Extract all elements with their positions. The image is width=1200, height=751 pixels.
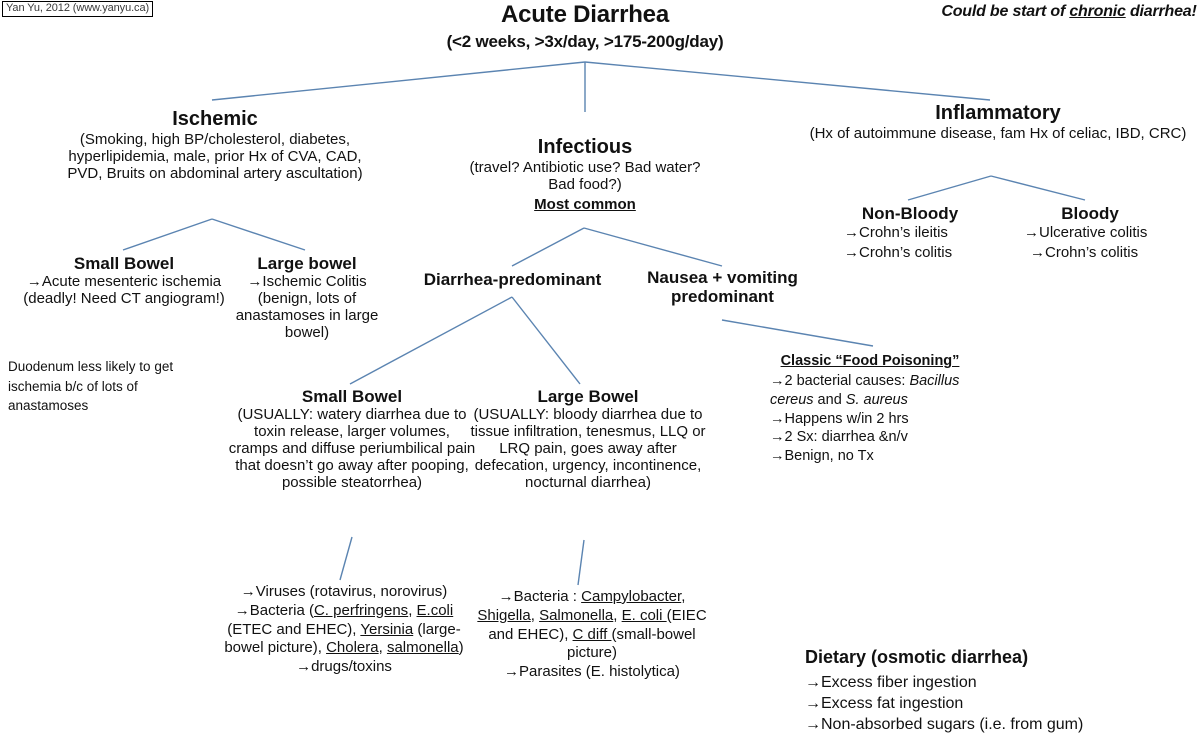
watermark-label: Yan Yu, 2012 (www.yanyu.ca) [2,1,154,17]
organism-yersinia: Yersinia [360,620,414,638]
large-bowel-pathogen-list: →Bacteria : Campylobacter, Shigella, Sal… [468,588,716,682]
organism-bacillus-cereus: Bacillus cereus [770,372,960,408]
inflammatory-heading: Inflammatory [935,102,1061,124]
node-infectious-large-bowel: Large Bowel (USUALLY: bloody diarrhea du… [470,387,706,492]
chronic-note-after: diarrhea! [1125,3,1197,20]
page-title: Acute Diarrhea (<2 weeks, >3x/day, >175-… [380,1,790,52]
organism-s-aureus: S. aureus [845,391,908,408]
large-bowel-bugs-line-1: →Bacteria : Campylobacter, Shigella, Sal… [477,588,707,662]
non-bloody-heading: Non-Bloody [861,204,959,223]
node-non-bloody: Non-Bloody →Crohn’s ileitis →Crohn’s col… [820,204,1000,262]
edge-nausea-foodpoisoning [721,319,874,347]
title-subtitle: (<2 weeks, >3x/day, >175-200g/day) [446,31,724,51]
node-ischemic-small-bowel: Small Bowel →Acute mesenteric ischemia (… [14,254,234,308]
small-bowel-bugs-line-3: →drugs/toxins [296,658,392,675]
chronic-diarrhea-note: Could be start of chronic diarrhea! [938,2,1200,22]
node-ischemic-large-bowel: Large bowel →Ischemic Colitis (benign, l… [232,254,382,342]
edge-infectious-nausea [583,227,723,267]
non-bloody-item-0: →Crohn’s ileitis [844,224,948,242]
organism-c-perfringens: C. perfringens [313,601,409,619]
node-nausea-vomiting-predominant: Nausea + vomiting predominant [647,268,798,307]
small-bowel-pathogen-list: →Viruses (rotavirus, norovirus) →Bacteri… [222,583,466,677]
small-bowel-bugs-line-1: →Viruses (rotavirus, norovirus) [240,583,448,600]
ischemic-large-bowel-heading: Large bowel [257,254,357,273]
ischemic-small-bowel-detail: →Acute mesenteric ischemia (deadly! Need… [23,273,225,307]
organism-salmonella-lb: Salmonella [539,606,614,624]
edge-root-inflammatory [584,61,991,101]
infectious-small-bowel-heading: Small Bowel [301,387,403,406]
node-inflammatory: Inflammatory (Hx of autoimmune disease, … [808,102,1188,143]
infectious-detail: (travel? Antibiotic use? Bad water? Bad … [469,159,701,194]
dietary-item-2: →Non-absorbed sugars (i.e. from gum) [805,716,1084,734]
infectious-small-bowel-detail: (USUALLY: watery diarrhea due to toxin r… [228,406,476,491]
node-bloody: Bloody →Ulcerative colitis →Crohn’s coli… [1000,204,1180,262]
edge-diarrhea-large [511,296,581,385]
edge-ischemic-small [122,218,213,251]
edge-inflammatory-nonbloody [907,175,992,201]
edge-largebowel-bugs [577,539,585,586]
food-poisoning-item-3: →Benign, no Tx [770,448,874,465]
edge-ischemic-large [211,218,306,251]
organism-e-coli: E.coli [416,601,454,619]
infectious-large-bowel-detail: (USUALLY: bloody diarrhea due to tissue … [470,406,706,491]
edge-infectious-diarrhea [511,227,585,267]
organism-shigella: Shigella [477,606,531,624]
large-bowel-bugs-line-2: →Parasites (E. histolytica) [504,663,680,680]
organism-cholera: Cholera [326,639,379,657]
dietary-title: Dietary (osmotic diarrhea) [805,647,1029,667]
ischemic-heading: Ischemic [172,108,258,130]
infectious-large-bowel-heading: Large Bowel [537,387,639,406]
organism-campylobacter: Campylobacter [581,588,682,605]
infectious-heading: Infectious [537,136,633,158]
inflammatory-detail: (Hx of autoimmune disease, fam Hx of cel… [809,125,1187,143]
dietary-item-1: →Excess fat ingestion [805,695,964,713]
food-poisoning-item-2: →2 Sx: diarrhea &n/v [770,429,908,446]
edge-root-ischemic [211,61,586,101]
title-main: Acute Diarrhea [501,1,669,28]
node-infectious-small-bowel: Small Bowel (USUALLY: watery diarrhea du… [228,387,476,492]
ischemic-small-bowel-heading: Small Bowel [73,254,175,273]
bloody-item-0: →Ulcerative colitis [1024,224,1148,242]
food-poisoning-item-0: →2 bacterial causes: Bacillus cereus and… [770,372,960,408]
food-poisoning-title: Classic “Food Poisoning” [780,353,960,369]
ischemic-detail: (Smoking, high BP/cholesterol, diabetes,… [67,131,363,183]
food-poisoning-item-1: →Happens w/in 2 hrs [770,410,909,427]
edge-smallbowel-bugs [339,536,353,581]
edge-inflammatory-bloody [990,175,1086,201]
bloody-heading: Bloody [1061,204,1119,223]
node-infectious: Infectious (travel? Antibiotic use? Bad … [460,136,710,213]
dietary-item-0: →Excess fiber ingestion [805,673,977,691]
non-bloody-item-1: →Crohn’s colitis [844,243,953,261]
organism-e-coli-lb: E. coli [621,606,667,624]
bloody-item-1: →Crohn’s colitis [1030,243,1139,261]
node-diarrhea-predominant: Diarrhea-predominant [423,270,602,289]
chronic-note-underlined: chronic [1069,3,1126,20]
infectious-most-common-label: Most common [534,196,636,214]
ischemic-large-bowel-detail: →Ischemic Colitis (benign, lots of anast… [235,273,379,341]
organism-salmonella: salmonella [386,639,459,657]
node-dietary: Dietary (osmotic diarrhea) →Excess fiber… [805,646,1195,736]
chronic-note-before: Could be start of [941,3,1070,20]
node-food-poisoning: Classic “Food Poisoning” →2 bacterial ca… [770,352,970,466]
node-ischemic: Ischemic (Smoking, high BP/cholesterol, … [55,108,375,183]
organism-c-diff: C diff [572,625,612,643]
small-bowel-bugs-line-2: →Bacteria (C. perfringens, E.coli (ETEC … [224,601,464,657]
duodenum-note: Duodenum less likely to get ischemia b/c… [8,359,174,414]
